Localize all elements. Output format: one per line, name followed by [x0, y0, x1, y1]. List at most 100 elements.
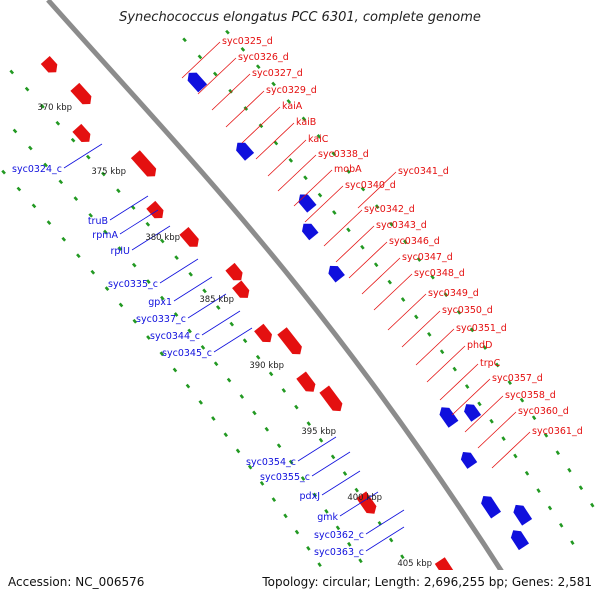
leader-line — [173, 276, 213, 302]
tick-mark — [286, 99, 292, 104]
forward-gene-arrow — [72, 123, 91, 142]
forward-gene-arrow — [254, 323, 272, 343]
tick-mark — [300, 476, 306, 481]
tick-mark — [330, 454, 336, 460]
tick-mark — [259, 480, 265, 486]
forward-gene-arrow — [70, 82, 92, 105]
tick-mark — [185, 383, 191, 389]
leader-line — [348, 241, 388, 279]
tick-mark — [247, 464, 253, 470]
tick-mark — [387, 279, 392, 285]
tick-mark — [312, 492, 318, 498]
tick-mark — [303, 175, 308, 181]
tick-mark — [31, 203, 37, 209]
leader-line — [225, 90, 265, 128]
leader-line — [323, 209, 363, 247]
tick-mark — [271, 497, 277, 502]
gene-label: syc0345_c — [162, 348, 212, 359]
tick-mark — [360, 186, 366, 192]
tick-mark — [360, 244, 365, 250]
tick-mark — [145, 221, 151, 227]
tick-mark — [58, 179, 64, 185]
tick-mark — [200, 344, 206, 350]
gene-label: syc0327_d — [252, 68, 303, 79]
tick-mark — [146, 335, 151, 340]
leader-line — [311, 451, 351, 477]
gene-label: syc0354_c — [246, 457, 296, 468]
gene-label: phdD — [467, 340, 492, 351]
leader-line — [197, 57, 237, 95]
footer-backdrop — [0, 570, 600, 600]
gene-label: syc0342_d — [364, 204, 415, 215]
tick-mark — [146, 279, 151, 284]
leader-line — [119, 209, 159, 235]
tick-mark — [211, 416, 216, 421]
tick-mark — [197, 54, 203, 60]
reverse-gene-arrow — [464, 404, 482, 422]
tick-mark — [213, 361, 219, 367]
forward-gene-arrow — [179, 227, 199, 247]
kbp-marker-label: 370 kbp — [37, 103, 72, 113]
tick-mark — [281, 388, 287, 393]
tick-mark — [414, 314, 419, 320]
gene-labels: syc0325_dsyc0326_dsyc0327_dsyc0329_dkaiA… — [12, 36, 583, 558]
reverse-gene-arrow — [460, 452, 478, 469]
tick-mark — [358, 558, 363, 564]
gene-label: syc0344_c — [150, 331, 200, 342]
tick-mark — [513, 453, 518, 459]
tick-mark — [524, 470, 530, 476]
tick-mark — [86, 154, 91, 160]
gene-label: syc0338_d — [318, 149, 369, 160]
tick-mark — [187, 328, 192, 334]
leader-line — [241, 106, 281, 144]
tick-mark — [294, 404, 299, 410]
kbp-marker-label: 385 kbp — [199, 295, 234, 305]
tick-mark — [477, 401, 482, 407]
leader-line — [304, 185, 344, 223]
tick-mark — [202, 288, 207, 294]
gene-label: syc0357_d — [492, 373, 543, 384]
leader-line — [401, 310, 441, 348]
gene-label: syc0362_c — [314, 530, 364, 541]
tick-marks — [1, 29, 595, 568]
tick-mark — [182, 37, 187, 43]
tick-mark — [273, 140, 279, 146]
gene-label: syc0335_c — [108, 279, 158, 290]
leader-line — [277, 154, 317, 192]
leader-line — [297, 436, 337, 462]
tick-mark — [317, 562, 322, 568]
kbp-marker-label: 380 kbp — [145, 233, 180, 243]
tick-mark — [332, 210, 337, 215]
tick-mark — [443, 292, 449, 298]
tick-mark — [283, 513, 288, 519]
gene-label: syc0324_c — [12, 164, 62, 175]
leader-line — [63, 143, 103, 169]
tick-mark — [531, 415, 537, 421]
tick-mark — [501, 436, 506, 441]
tick-mark — [271, 81, 276, 87]
forward-gene-arrow — [319, 385, 343, 412]
gene-label: rplU — [110, 246, 130, 257]
leader-line — [365, 509, 405, 535]
leader-line — [159, 258, 199, 284]
tick-mark — [294, 529, 300, 535]
tick-mark — [160, 295, 165, 301]
leader-line — [187, 293, 227, 319]
tick-mark — [73, 196, 79, 201]
reverse-gene-arrow — [328, 265, 345, 283]
tick-mark — [101, 171, 106, 177]
summary-text: Topology: circular; Length: 2,696,255 bp… — [261, 575, 592, 589]
tick-mark — [104, 286, 110, 291]
gene-label: syc0341_d — [398, 166, 449, 177]
tick-mark — [373, 262, 379, 268]
tick-mark — [229, 321, 235, 327]
tick-mark — [268, 371, 274, 377]
tick-mark — [131, 262, 137, 268]
tick-mark — [215, 305, 221, 310]
tick-mark — [400, 554, 405, 560]
gene-label: syc0350_d — [442, 305, 493, 316]
forward-gene-arrow — [277, 327, 302, 355]
tick-mark — [70, 137, 76, 143]
leader-line — [181, 41, 221, 79]
forward-gene-arrow — [130, 150, 157, 177]
